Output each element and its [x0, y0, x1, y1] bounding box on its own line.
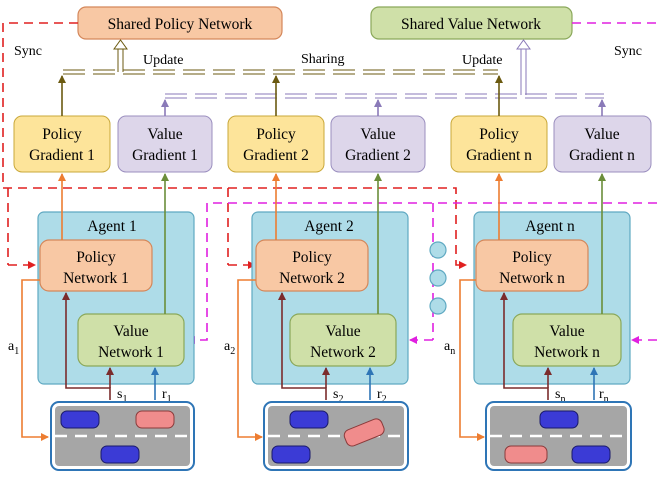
value-network-2: Value Network 2	[289, 313, 397, 367]
agent-2-label: Agent 2	[304, 218, 354, 235]
car-blue	[271, 445, 311, 464]
agent-column-2: Policy Gradient 2 Value Gradient 2 Agent…	[224, 75, 426, 471]
svg-text:Network 1: Network 1	[98, 344, 164, 361]
value-network-n: Value Network n	[512, 313, 622, 367]
value-gradient-2: Value Gradient 2	[330, 115, 426, 173]
car-pink	[504, 445, 548, 464]
svg-text:Value: Value	[360, 126, 395, 143]
value-sharing-bus	[165, 93, 604, 99]
svg-text:Gradient n: Gradient n	[569, 147, 635, 164]
svg-text:Network 1: Network 1	[63, 270, 129, 287]
action-label-2: a2	[224, 339, 235, 357]
state-label-1: s1	[117, 387, 127, 405]
policy-gradient-2: Policy Gradient 2	[227, 115, 325, 173]
value-gradient-1: Value Gradient 1	[117, 115, 213, 173]
policy-network-1: Policy Network 1	[39, 239, 153, 292]
svg-text:Policy: Policy	[479, 126, 519, 143]
svg-text:Network n: Network n	[499, 270, 565, 287]
shared-policy-network: Shared Policy Network	[77, 6, 283, 40]
svg-text:Network 2: Network 2	[279, 270, 345, 287]
shared-value-network: Shared Value Network	[370, 6, 573, 40]
car-blue	[289, 410, 329, 429]
reward-label-n: rn	[599, 387, 609, 405]
svg-text:Value: Value	[549, 323, 584, 340]
car-blue	[539, 410, 579, 429]
reward-label-1: r1	[162, 387, 172, 405]
car-blue	[100, 445, 140, 464]
car-blue	[60, 410, 100, 429]
shared-policy-network-label: Shared Policy Network	[108, 16, 253, 33]
svg-text:Value: Value	[113, 323, 148, 340]
svg-text:Policy: Policy	[512, 249, 552, 266]
svg-text:Gradient 1: Gradient 1	[29, 147, 95, 164]
car-blue	[571, 445, 611, 464]
more-agents-ellipsis	[429, 241, 447, 315]
environment-1	[50, 401, 195, 471]
sharing-label: Sharing	[301, 52, 345, 67]
svg-text:Gradient 2: Gradient 2	[345, 147, 411, 164]
reward-label-2: r2	[377, 387, 387, 405]
agent-column-n: Policy Gradient n Value Gradient n Agent…	[444, 75, 652, 471]
agent-n-label: Agent n	[525, 218, 575, 235]
environment-n	[485, 401, 632, 471]
agent-1-label: Agent 1	[87, 218, 137, 235]
svg-text:Network n: Network n	[534, 344, 600, 361]
policy-gradient-1: Policy Gradient 1	[13, 115, 111, 173]
svg-text:Value: Value	[147, 126, 182, 143]
shared-value-network-label: Shared Value Network	[401, 16, 541, 33]
action-label-1: a1	[8, 339, 19, 357]
value-update-hollow-arrow	[516, 39, 531, 95]
svg-text:Gradient 1: Gradient 1	[132, 147, 198, 164]
svg-text:Policy: Policy	[256, 126, 296, 143]
policy-network-2: Policy Network 2	[255, 239, 369, 292]
sync-policy-line	[2, 22, 467, 269]
sync-value-line	[188, 22, 657, 340]
policy-network-n: Policy Network n	[475, 239, 589, 292]
svg-text:Policy: Policy	[76, 249, 116, 266]
svg-text:Gradient 2: Gradient 2	[243, 147, 309, 164]
svg-text:Value: Value	[325, 323, 360, 340]
car-pink	[343, 418, 385, 447]
policy-update-hollow-arrow	[113, 39, 128, 72]
value-network-1: Value Network 1	[77, 313, 185, 367]
update-label-right: Update	[462, 53, 502, 68]
svg-text:Network 2: Network 2	[310, 344, 376, 361]
svg-text:Gradient n: Gradient n	[466, 147, 532, 164]
state-label-n: sn	[555, 387, 565, 405]
car-pink	[135, 410, 175, 429]
sync-label-left: Sync	[14, 44, 42, 59]
agent-column-1: Policy Gradient 1 Value Gradient 1 Agent…	[8, 75, 213, 471]
sync-label-right: Sync	[614, 44, 642, 59]
update-label-left: Update	[143, 53, 183, 68]
svg-text:Policy: Policy	[292, 249, 332, 266]
value-gradient-n: Value Gradient n	[553, 115, 652, 173]
policy-sharing-bus	[63, 69, 498, 75]
state-label-2: s2	[333, 387, 343, 405]
svg-text:Value: Value	[584, 126, 619, 143]
svg-text:Policy: Policy	[42, 126, 82, 143]
action-label-n: an	[444, 339, 455, 357]
environment-2	[263, 401, 409, 471]
policy-gradient-n: Policy Gradient n	[450, 115, 548, 173]
